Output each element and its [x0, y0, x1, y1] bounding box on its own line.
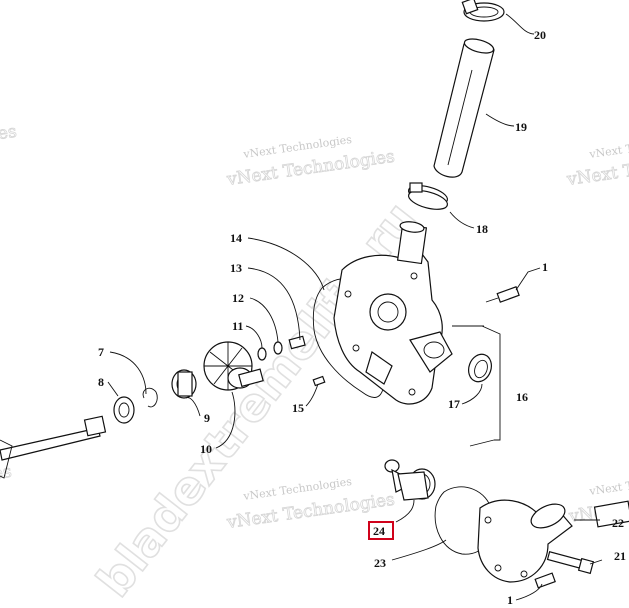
impeller-bolt [288, 335, 306, 350]
bolt-long [546, 551, 595, 575]
callout-24[interactable]: 24 [373, 524, 385, 538]
coolant-hose [433, 38, 495, 178]
pump-shaft [0, 415, 107, 479]
watermark-small-right-mid: vNext Technologies [588, 470, 629, 498]
bearing [113, 396, 135, 424]
mechanical-seal [171, 369, 197, 399]
callout-12[interactable]: 12 [232, 291, 244, 305]
thermostat [384, 459, 436, 501]
washer [273, 341, 283, 355]
callout-labels: 20 19 18 14 13 12 11 1 7 8 9 10 15 17 16… [98, 28, 626, 607]
leader-lines [107, 13, 603, 601]
hose-clamp-lower [407, 182, 449, 210]
callout-18[interactable]: 18 [476, 222, 488, 236]
watermark-diagonal: bladextremelife.ru [86, 192, 427, 607]
callout-15[interactable]: 15 [292, 401, 304, 415]
callout-9[interactable]: 9 [204, 411, 210, 425]
hose-fitting [593, 500, 629, 528]
seal-washer [257, 347, 267, 361]
callout-19[interactable]: 19 [515, 120, 527, 134]
bolt-top [485, 286, 520, 303]
callout-13[interactable]: 13 [230, 261, 242, 275]
watermark-small-right-top: vNext Technologies [588, 133, 629, 161]
thermostat-housing [477, 499, 573, 583]
callout-11[interactable]: 11 [232, 319, 243, 333]
callout-22[interactable]: 22 [612, 516, 624, 530]
callout-14[interactable]: 14 [230, 231, 242, 245]
callout-21[interactable]: 21 [614, 549, 626, 563]
callout-1-bottom[interactable]: 1 [507, 593, 513, 607]
water-pump-housing [333, 221, 453, 405]
watermark-big-left-top: vNext Technologies [0, 122, 18, 165]
callout-7[interactable]: 7 [98, 345, 104, 359]
bolt-bottom [534, 572, 556, 589]
callout-20[interactable]: 20 [534, 28, 546, 42]
callout-8[interactable]: 8 [98, 375, 104, 389]
thermostat-gasket [434, 486, 494, 555]
circlip [142, 387, 158, 408]
callout-23[interactable]: 23 [374, 556, 386, 570]
hose-clamp-top [461, 0, 505, 22]
impeller [203, 341, 264, 391]
dowel-pin [312, 375, 326, 387]
callout-1-top[interactable]: 1 [542, 260, 548, 274]
callout-16[interactable]: 16 [516, 390, 528, 404]
callout-24-highlight [368, 521, 394, 540]
callout-17[interactable]: 17 [448, 397, 460, 411]
o-ring [468, 353, 492, 383]
callout-10[interactable]: 10 [200, 442, 212, 456]
